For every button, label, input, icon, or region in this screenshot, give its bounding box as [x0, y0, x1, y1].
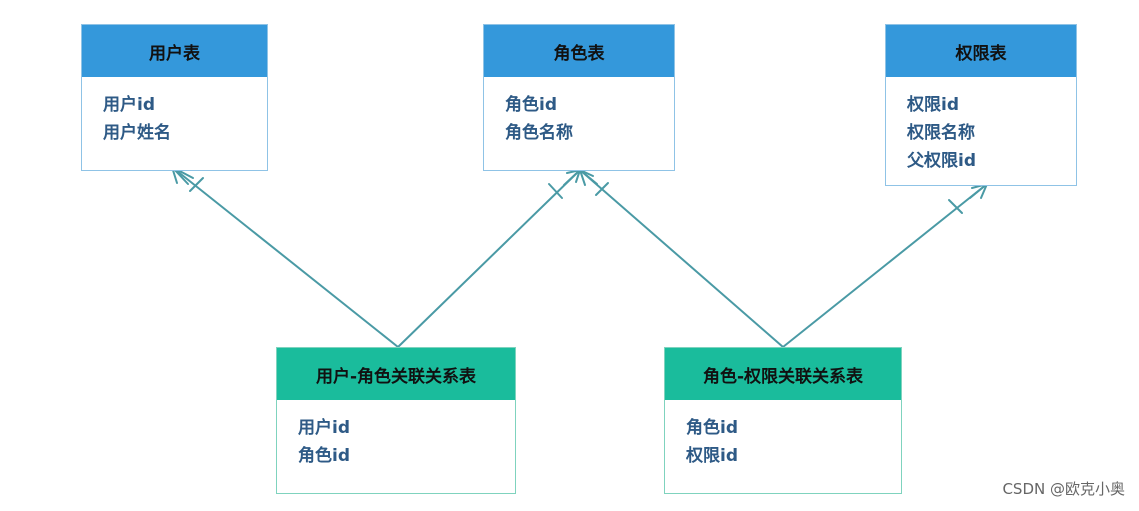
role-table: 角色表 角色id 角色名称: [483, 24, 675, 171]
user-table-title: 用户表: [82, 25, 267, 77]
field-user-id: 用户id: [103, 95, 155, 115]
field-permission-name: 权限名称: [907, 123, 975, 143]
field-role-id: 角色id: [298, 446, 350, 466]
field-role-id: 角色id: [505, 95, 557, 115]
role-table-title: 角色表: [484, 25, 674, 77]
user-role-table: 用户-角色关联关系表 用户id 角色id: [276, 347, 516, 494]
role-permission-table-title: 角色-权限关联关系表: [665, 348, 901, 400]
connector-permission-to-role-permission: [782, 183, 988, 348]
field-permission-id: 权限id: [907, 95, 959, 115]
watermark: CSDN @欧克小奥: [1002, 480, 1125, 498]
field-user-name: 用户姓名: [103, 123, 171, 143]
permission-table: 权限表 权限id 权限名称 父权限id: [885, 24, 1077, 186]
connector-role-to-user-role: [397, 169, 581, 348]
field-role-name: 角色名称: [505, 123, 573, 143]
permission-table-fields: 权限id 权限名称 父权限id: [886, 77, 1076, 175]
user-table-fields: 用户id 用户姓名: [82, 77, 267, 147]
field-user-id: 用户id: [298, 418, 350, 438]
role-table-fields: 角色id 角色名称: [484, 77, 674, 147]
role-permission-table-fields: 角色id 权限id: [665, 400, 901, 470]
role-permission-table: 角色-权限关联关系表 角色id 权限id: [664, 347, 902, 494]
field-role-id: 角色id: [686, 418, 738, 438]
user-role-table-fields: 用户id 角色id: [277, 400, 515, 470]
connector-user-to-user-role: [171, 166, 399, 348]
user-table: 用户表 用户id 用户姓名: [81, 24, 268, 171]
connector-role-to-role-permission: [579, 169, 784, 348]
field-permission-id: 权限id: [686, 446, 738, 466]
permission-table-title: 权限表: [886, 25, 1076, 77]
user-role-table-title: 用户-角色关联关系表: [277, 348, 515, 400]
field-parent-permission-id: 父权限id: [907, 151, 976, 171]
